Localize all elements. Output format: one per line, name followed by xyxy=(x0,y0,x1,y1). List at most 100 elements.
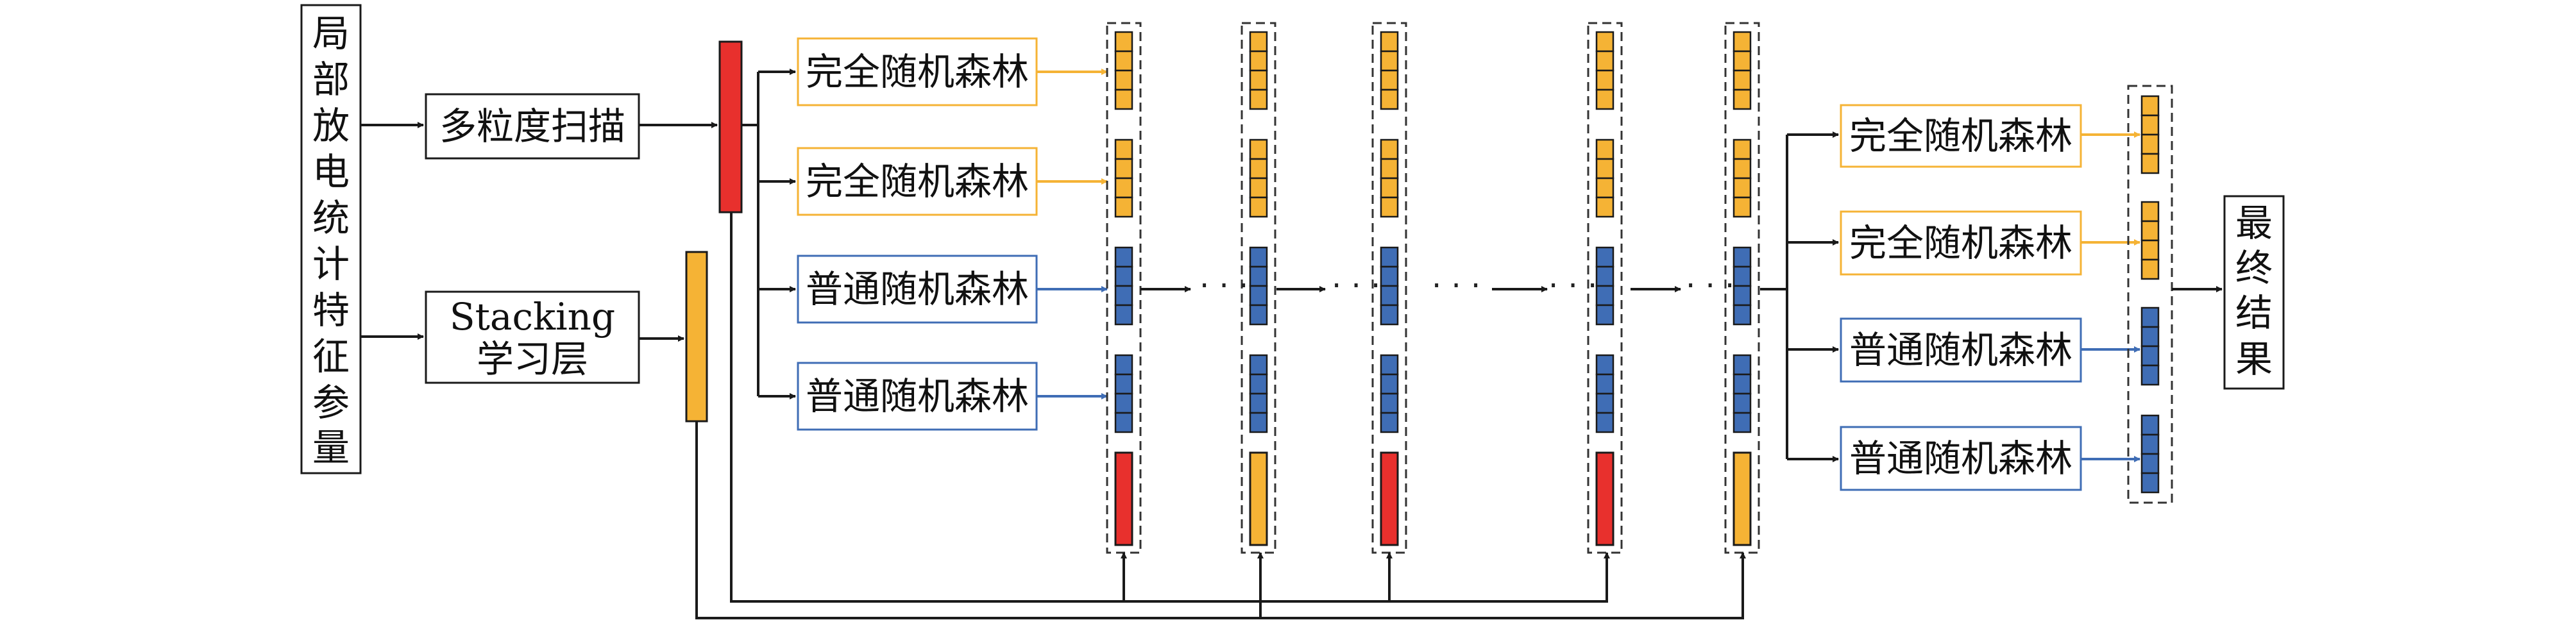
vector-cell xyxy=(1380,196,1399,218)
cascade-column xyxy=(1724,22,1760,554)
vector-cell xyxy=(2140,201,2160,222)
vector-cell xyxy=(1249,88,1268,110)
vector-cell xyxy=(1380,392,1399,414)
vector-cell xyxy=(1380,304,1399,326)
vector-cell xyxy=(1733,373,1752,395)
augmented-feature-bar xyxy=(1249,451,1268,546)
vector-cell xyxy=(1595,69,1614,91)
vector-cell xyxy=(1733,304,1752,326)
vector-cell xyxy=(1595,265,1614,287)
forest-label: 普通随机森林 xyxy=(1849,437,2072,480)
ellipsis: · · · xyxy=(1332,268,1380,304)
input-box-char: 部 xyxy=(312,58,350,101)
vector-cell xyxy=(1595,50,1614,72)
vector-cell xyxy=(1114,412,1133,433)
first-layer-forest: 普通随机森林 xyxy=(797,362,1038,431)
final-vector-column xyxy=(2127,85,2173,504)
stacking-label-line1: Stacking xyxy=(450,295,615,339)
vector-cell xyxy=(1733,285,1752,306)
stacking-label-line2: 学习层 xyxy=(477,337,588,381)
forest-label: 普通随机森林 xyxy=(806,374,1029,418)
cascade-connectors: · · · · · · · · · · · · · · · xyxy=(1140,268,1734,304)
vector-cell xyxy=(1595,304,1614,326)
vector-cell xyxy=(2140,239,2160,261)
forest-label: 完全随机森林 xyxy=(1849,114,2072,158)
vector-cell xyxy=(1595,31,1614,53)
vector-cell xyxy=(1595,373,1614,395)
vector-cell xyxy=(1380,50,1399,72)
vector-cell xyxy=(2140,453,2160,474)
stacking-box: Stacking 学习层 xyxy=(425,290,640,384)
feedback-bus-red xyxy=(730,212,1610,603)
stacking-feature-bar xyxy=(685,251,708,423)
vector-cell xyxy=(1733,354,1752,376)
vector-cell xyxy=(1380,31,1399,53)
vector-cell xyxy=(1249,285,1268,306)
vector-cell xyxy=(1733,158,1752,180)
forest-label: 普通随机森林 xyxy=(1849,328,2072,372)
vector-cell xyxy=(1249,158,1268,180)
vector-cell xyxy=(1595,412,1614,433)
multigrain-label: 多粒度扫描 xyxy=(439,105,625,148)
result-box-char: 终 xyxy=(2235,246,2273,290)
vector-cell xyxy=(1114,177,1133,199)
first-layer-forest: 普通随机森林 xyxy=(797,255,1038,324)
vector-cell xyxy=(1114,354,1133,376)
vector-cell xyxy=(1249,412,1268,433)
vector-cell xyxy=(1114,158,1133,180)
vector-cell xyxy=(1595,177,1614,199)
result-box: 最 终 结 果 xyxy=(2223,195,2285,390)
multigrain-feature-bar xyxy=(718,40,743,214)
vector-cell xyxy=(1380,412,1399,433)
final-layer-forest: 普通随机森林 xyxy=(1840,426,2082,491)
cascade-columns xyxy=(1106,22,1760,554)
vector-cell xyxy=(1595,196,1614,218)
vector-cell xyxy=(1114,69,1133,91)
vector-cell xyxy=(1733,31,1752,53)
vector-cell xyxy=(1249,354,1268,376)
result-box-char: 最 xyxy=(2235,201,2273,245)
input-box-char: 征 xyxy=(312,335,350,378)
input-box: 局 部 放 电 统 计 特 征 参 量 xyxy=(300,4,362,474)
vector-cell xyxy=(1249,246,1268,268)
input-box-char: 统 xyxy=(312,196,350,240)
vector-cell xyxy=(1595,158,1614,180)
vector-cell xyxy=(1733,69,1752,91)
vector-cell xyxy=(1249,265,1268,287)
vector-cell xyxy=(1733,196,1752,218)
vector-cell xyxy=(2140,306,2160,328)
vector-cell xyxy=(2140,153,2160,174)
vector-cell xyxy=(1380,158,1399,180)
vector-cell xyxy=(2140,220,2160,242)
vector-cell xyxy=(1733,412,1752,433)
vector-cell xyxy=(1380,88,1399,110)
forest-label: 完全随机森林 xyxy=(806,160,1029,203)
vector-cell xyxy=(1249,196,1268,218)
vector-cell xyxy=(1380,354,1399,376)
augmented-feature-bar xyxy=(1733,451,1752,546)
vector-cell xyxy=(1733,246,1752,268)
input-box-char: 特 xyxy=(312,289,350,332)
forest-label: 完全随机森林 xyxy=(806,50,1029,94)
first-layer-forest: 完全随机森林 xyxy=(797,37,1038,106)
vector-cell xyxy=(1114,304,1133,326)
first-layer-forest: 完全随机森林 xyxy=(797,147,1038,216)
vector-cell xyxy=(1595,138,1614,160)
vector-cell xyxy=(1733,50,1752,72)
vector-cell xyxy=(1249,373,1268,395)
vector-cell xyxy=(2140,414,2160,436)
vector-cell xyxy=(1249,304,1268,326)
vector-cell xyxy=(2140,364,2160,386)
cascade-column xyxy=(1371,22,1407,554)
ellipsis: · · · xyxy=(1548,268,1597,304)
vector-cell xyxy=(1595,285,1614,306)
cascade-column xyxy=(1106,22,1142,554)
vector-cell xyxy=(1249,138,1268,160)
input-box-char: 电 xyxy=(312,150,350,194)
vector-cell xyxy=(1249,392,1268,414)
vector-cell xyxy=(1380,246,1399,268)
branch-to-first-layer xyxy=(741,69,796,399)
vector-cell xyxy=(2140,472,2160,494)
vector-cell xyxy=(1733,265,1752,287)
